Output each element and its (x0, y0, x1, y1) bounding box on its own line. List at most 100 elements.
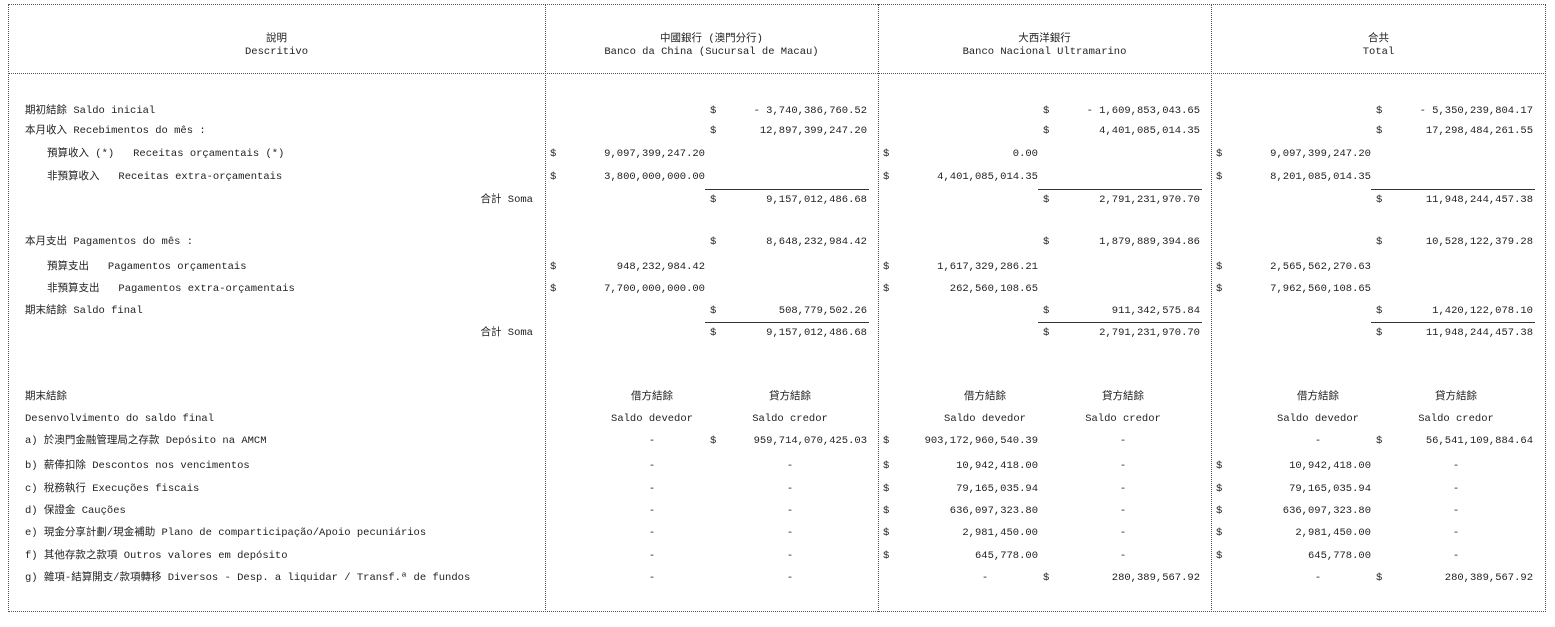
debit-amount: 645,778.00 (1307, 550, 1371, 562)
debit-empty: - (648, 572, 656, 584)
header-zh: 說明 (266, 33, 287, 45)
label-pt: Pagamentos extra-orçamentais (118, 283, 295, 295)
label-zh: 本月收入 (25, 125, 67, 137)
final-item-label: d) 保證金 Cauções (25, 505, 126, 517)
debit-amount: 645,778.00 (974, 550, 1038, 562)
header-zh: 中國銀行 (澳門分行) (660, 33, 763, 45)
label-pt: Pagamentos orçamentais (107, 261, 247, 273)
currency-sign: $ (710, 435, 717, 447)
debit-empty: - (648, 483, 656, 495)
sub-amount: 3,800,000,000.00 (604, 171, 705, 183)
currency-sign: $ (1216, 148, 1223, 160)
currency-sign: $ (1376, 327, 1383, 339)
debit-amount: 636,097,323.80 (1282, 505, 1371, 517)
credit-header-zh: 貸方結餘 (1435, 391, 1477, 403)
currency-sign: $ (1216, 550, 1223, 562)
currency-sign: $ (1043, 125, 1050, 137)
label-zh: 預算收入 (*) (47, 148, 115, 160)
credit-empty: - (786, 460, 794, 472)
debit-header-pt: Saldo devedor (944, 413, 1026, 425)
credit-empty: - (1119, 550, 1127, 562)
currency-sign: $ (883, 261, 890, 273)
debit-amount: 2,981,450.00 (1295, 527, 1371, 539)
final-item-label: g) 雜項-結算開支/款項轉移 Diversos - Desp. a liqui… (25, 572, 471, 584)
final-item-label: a) 於澳門金融管理局之存款 Depósito na AMCM (25, 435, 267, 447)
table-border (8, 4, 1546, 612)
credit-amount: 280,389,567.92 (1111, 572, 1200, 584)
sub-amount: 0.00 (1012, 148, 1038, 160)
currency-sign: $ (883, 505, 890, 517)
credit-empty: - (1452, 460, 1460, 472)
label-zh: 本月支出 (25, 236, 67, 248)
debit-amount: 10,942,418.00 (956, 460, 1038, 472)
amount: 2,791,231,970.70 (1099, 327, 1200, 339)
header-banco-da-china: 中國銀行 (澳門分行) Banco da China (Sucursal de … (545, 33, 878, 59)
total-underline (1371, 189, 1535, 190)
currency-sign: $ (550, 148, 557, 160)
sub-amount: 7,700,000,000.00 (604, 283, 705, 295)
sub-amount: 7,962,560,108.65 (1270, 283, 1371, 295)
amount: 508,779,502.26 (778, 305, 867, 317)
credit-amount: 959,714,070,425.03 (753, 435, 867, 447)
credit-empty: - (1119, 435, 1127, 447)
header-divider (8, 73, 1546, 74)
debit-amount: 903,172,960,540.39 (924, 435, 1038, 447)
final-item-label: e) 現金分享計劃/現金補助 Plano de comparticipação/… (25, 527, 427, 539)
final-item-label: b) 薪俸扣除 Descontos nos vencimentos (25, 460, 250, 472)
label-zh: 合計 (480, 327, 502, 339)
credit-empty: - (1452, 527, 1460, 539)
debit-header-zh: 借方結餘 (1297, 391, 1339, 403)
amount: 11,948,244,457.38 (1425, 194, 1533, 206)
currency-sign: $ (1043, 305, 1050, 317)
currency-sign: $ (550, 261, 557, 273)
debit-empty: - (648, 505, 656, 517)
currency-sign: $ (1376, 125, 1383, 137)
debit-amount: 10,942,418.00 (1289, 460, 1371, 472)
sub-amount: 8,201,085,014.35 (1270, 171, 1371, 183)
label-zh: 預算支出 (47, 261, 89, 273)
debit-header-zh: 借方結餘 (631, 391, 673, 403)
credit-empty: - (786, 505, 794, 517)
currency-sign: $ (710, 125, 717, 137)
debit-empty: - (981, 572, 989, 584)
column-divider (1211, 4, 1212, 612)
currency-sign: $ (1216, 261, 1223, 273)
row-label: 本月收入 Recebimentos do mês : (25, 124, 206, 138)
sub-amount: 1,617,329,286.21 (937, 261, 1038, 273)
debit-amount: 636,097,323.80 (949, 505, 1038, 517)
credit-empty: - (1452, 505, 1460, 517)
currency-sign: $ (1043, 572, 1050, 584)
header-pt: Total (1362, 46, 1395, 58)
currency-sign: $ (710, 194, 717, 206)
label-zh: 非預算收入 (47, 171, 100, 183)
label-pt: Soma (507, 327, 533, 339)
row-label-soma: 合計 Soma (300, 326, 533, 340)
amount: 8,648,232,984.42 (766, 236, 867, 248)
credit-empty: - (786, 550, 794, 562)
header-pt: Banco Nacional Ultramarino (962, 46, 1127, 58)
credit-header-zh: 貸方結餘 (769, 391, 811, 403)
label-pt: Saldo inicial (73, 105, 156, 117)
currency-sign: $ (883, 483, 890, 495)
row-label: 預算收入 (*) Receitas orçamentais (*) (47, 147, 284, 161)
label-pt: Receitas extra-orçamentais (118, 171, 283, 183)
label-pt: Receitas orçamentais (*) (133, 148, 285, 160)
currency-sign: $ (1216, 283, 1223, 295)
amount: 911,342,575.84 (1111, 305, 1200, 317)
debit-amount: 79,165,035.94 (956, 483, 1038, 495)
label-pt: Saldo final (73, 305, 143, 317)
credit-empty: - (1119, 527, 1127, 539)
total-underline (705, 322, 869, 323)
total-underline (1038, 189, 1202, 190)
currency-sign: $ (883, 171, 890, 183)
amount: 9,157,012,486.68 (766, 327, 867, 339)
currency-sign: $ (883, 283, 890, 295)
total-underline (1371, 322, 1535, 323)
sub-amount: 9,097,399,247.20 (1270, 148, 1371, 160)
currency-sign: $ (1043, 194, 1050, 206)
row-label: 非預算支出 Pagamentos extra-orçamentais (47, 282, 295, 296)
label-zh: 非預算支出 (47, 283, 100, 295)
credit-empty: - (786, 572, 794, 584)
amount: 12,897,399,247.20 (759, 125, 867, 137)
